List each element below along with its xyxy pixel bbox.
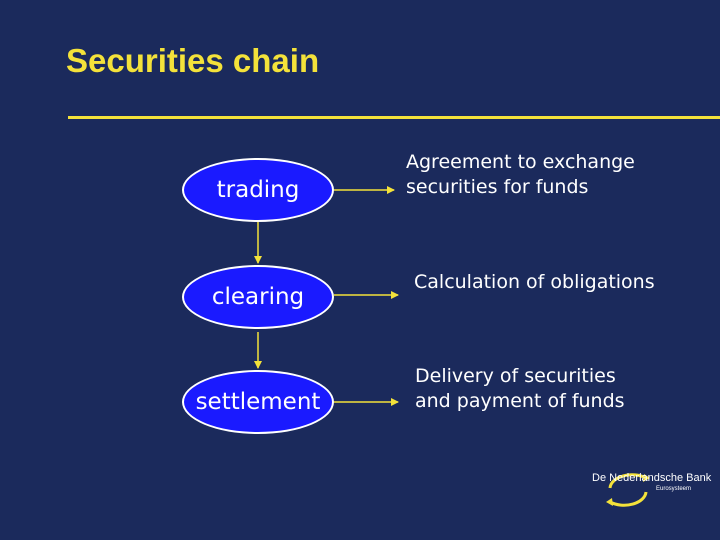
title-underline xyxy=(68,116,720,119)
logo-swirl-icon xyxy=(606,473,650,507)
desc-clearing: Calculation of obligations xyxy=(414,271,655,293)
node-clearing-label: clearing xyxy=(211,284,305,310)
logo-subtitle: Eurosysteem xyxy=(656,486,692,492)
node-trading: trading xyxy=(182,158,334,222)
node-trading-label: trading xyxy=(216,177,300,203)
desc-settlement: Delivery of securities and payment of fu… xyxy=(415,365,625,412)
node-clearing: clearing xyxy=(182,265,334,329)
dnb-logo: De Nederlandsche Bank Eurosysteem xyxy=(580,470,712,530)
node-settlement: settlement xyxy=(182,370,334,434)
node-settlement-label: settlement xyxy=(195,389,321,415)
slide-title: Securities chain xyxy=(66,42,320,79)
logo-name: De Nederlandsche Bank xyxy=(592,472,712,484)
desc-trading: Agreement to exchange securities for fun… xyxy=(406,151,635,198)
